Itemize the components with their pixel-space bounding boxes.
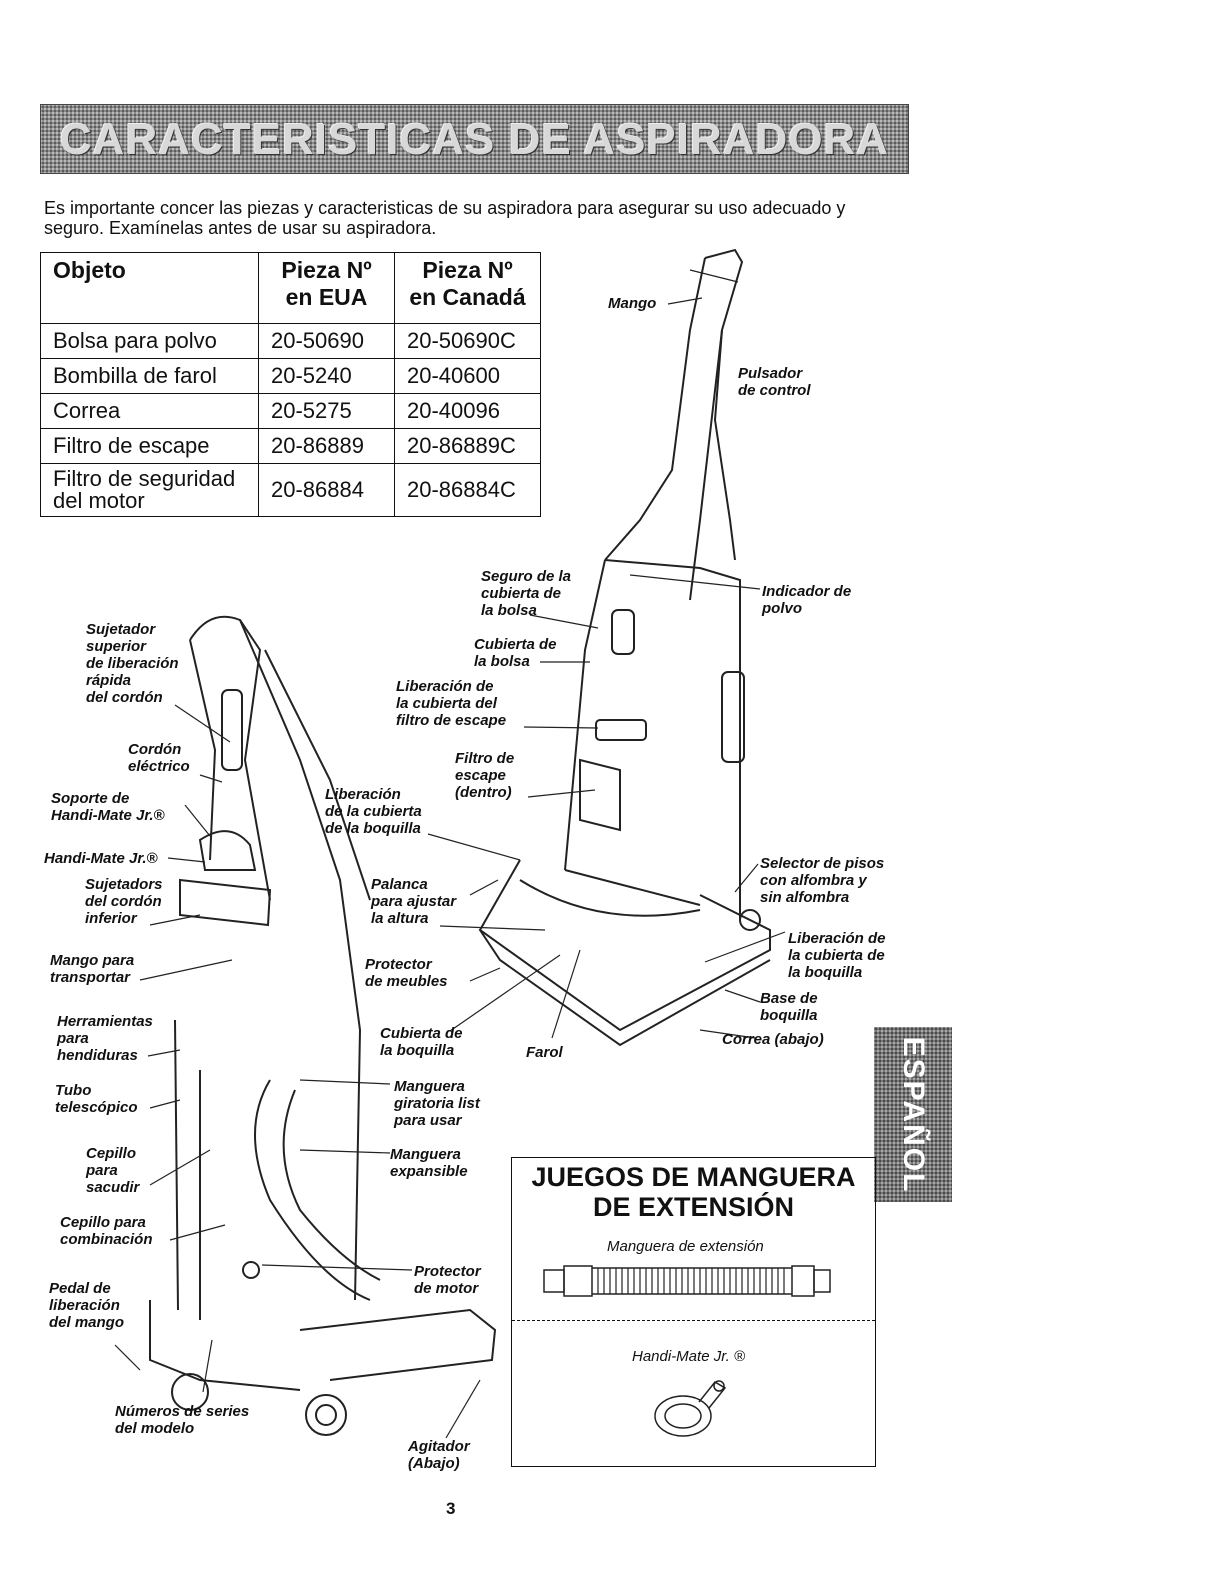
label-cepillo-combinacion: Cepillo para combinación (60, 1214, 153, 1248)
label-pedal: Pedal de liberación del mango (49, 1280, 125, 1331)
label-tubo: Tubo telescópico (55, 1082, 138, 1116)
table-row: Bolsa para polvo 20-50690 20-50690C (40, 323, 541, 359)
label-manguera-giratoria: Manguera giratoria list para usar (394, 1078, 480, 1129)
label-liberacion-boquilla-left: Liberación de la cubierta de la boquilla (325, 786, 422, 837)
label-liberacion-boquilla-right: Liberación de la cubierta de la boquilla (788, 930, 886, 981)
label-base-boquilla: Base de boquilla (760, 990, 818, 1024)
cell-item: Correa (40, 393, 259, 429)
cell-item: Bolsa para polvo (40, 323, 259, 359)
label-cepillo-sacudir: Cepillo para sacudir (86, 1145, 140, 1196)
label-herramientas: Herramientas para hendiduras (57, 1013, 153, 1064)
cell-ca-part: 20-40096 (394, 393, 541, 429)
cell-ca-part: 20-50690C (394, 323, 541, 359)
label-filtro-escape: Filtro de escape (dentro) (455, 750, 515, 801)
handimate-label: Handi-Mate Jr. ® (632, 1348, 746, 1365)
cell-item: Bombilla de farol (40, 358, 259, 394)
cell-us-part: 20-5240 (258, 358, 395, 394)
label-correa: Correa (abajo) (722, 1031, 824, 1048)
label-protector-meubles: Protector de meubles (365, 956, 448, 990)
label-seguro: Seguro de la cubierta de la bolsa (481, 568, 572, 619)
label-agitador: Agitador (Abajo) (408, 1438, 470, 1472)
label-mango-transportar: Mango para transportar (50, 952, 135, 986)
label-indicador: Indicador de polvo (762, 583, 852, 617)
table-header-row: Objeto Pieza Nº en EUA Pieza Nº en Canad… (40, 252, 541, 324)
label-farol: Farol (526, 1044, 563, 1061)
kit-divider (512, 1320, 875, 1321)
parts-table: Objeto Pieza Nº en EUA Pieza Nº en Canad… (40, 252, 541, 517)
hose-label: Manguera de extensión (607, 1238, 764, 1255)
header-pieza-eua: Pieza Nº en EUA (258, 252, 395, 324)
page-number: 3 (446, 1499, 456, 1518)
intro-paragraph: Es importante concer las piezas y caract… (44, 198, 846, 238)
label-handimate: Handi-Mate Jr.® (44, 850, 158, 867)
extension-hose-drawing (543, 1265, 831, 1297)
cell-us-part: 20-5275 (258, 393, 395, 429)
label-mango: Mango (608, 295, 657, 312)
page-title: CARACTERISTICAS DE ASPIRADORA (59, 115, 890, 164)
label-numeros: Números de series del modelo (115, 1403, 250, 1437)
label-manguera-expansible: Manguera expansible (390, 1146, 468, 1180)
label-soporte: Soporte de Handi-Mate Jr.® (51, 790, 165, 824)
cell-ca-part: 20-86884C (394, 463, 541, 517)
handimate-drawing (654, 1380, 727, 1437)
label-pulsador: Pulsador de control (738, 365, 811, 399)
title-banner: CARACTERISTICAS DE ASPIRADORA (40, 104, 909, 174)
label-liberacion-filtro: Liberación de la cubierta del filtro de … (396, 678, 507, 729)
language-label: ESPAÑOL (897, 1036, 930, 1193)
vacuum-rear-drawing (149, 615, 497, 1436)
vacuum-front-drawing (478, 248, 771, 1047)
table-row: Correa 20-5275 20-40096 (40, 393, 541, 429)
label-sujetador-superior: Sujetador superior de liberación rápida … (86, 621, 179, 706)
header-objeto: Objeto (40, 252, 259, 324)
label-protector-motor: Protector de motor (414, 1263, 481, 1297)
language-side-tab: ESPAÑOL (874, 1027, 952, 1202)
label-selector: Selector de pisos con alfombra y sin alf… (760, 855, 885, 906)
cell-item: Filtro de seguridad del motor (40, 463, 259, 517)
cell-us-part: 20-50690 (258, 323, 395, 359)
leader-lines (114, 269, 786, 1439)
kit-title: JUEGOS DE MANGUERA DE EXTENSIÓN (531, 1162, 856, 1222)
label-sujetadors: Sujetadors del cordón inferior (85, 876, 163, 927)
table-row: Bombilla de farol 20-5240 20-40600 (40, 358, 541, 394)
label-palanca: Palanca para ajustar la altura (371, 876, 457, 927)
table-row: Filtro de seguridad del motor 20-86884 2… (40, 463, 541, 517)
cell-ca-part: 20-40600 (394, 358, 541, 394)
label-cubierta-bolsa: Cubierta de la bolsa (474, 636, 557, 670)
header-pieza-canada: Pieza Nº en Canadá (394, 252, 541, 324)
label-cubierta-boquilla: Cubierta de la boquilla (380, 1025, 463, 1059)
label-cordon: Cordón eléctrico (128, 741, 190, 775)
extension-kit-box: JUEGOS DE MANGUERA DE EXTENSIÓN Manguera… (511, 1157, 876, 1467)
